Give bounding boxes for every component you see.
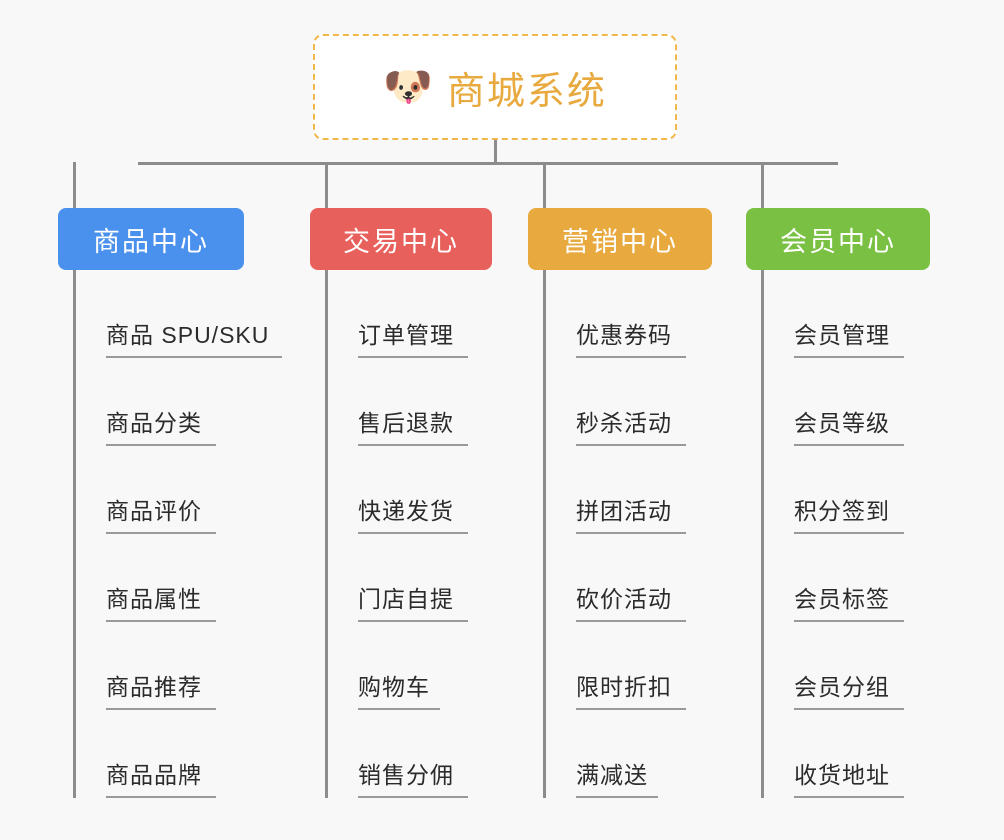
leaf-item-label: 售后退款 xyxy=(358,404,468,446)
leaf-item[interactable]: 优惠券码 xyxy=(546,270,712,358)
branch-items-product-center: 商品 SPU/SKU 商品分类商品评价商品属性商品推荐商品品牌 xyxy=(73,270,282,798)
branch-trade-center: 交易中心订单管理售后退款快递发货门店自提购物车销售分佣 xyxy=(310,208,492,798)
leaf-item[interactable]: 砍价活动 xyxy=(546,534,712,622)
leaf-item[interactable]: 拼团活动 xyxy=(546,446,712,534)
root-stem-connector xyxy=(494,140,497,165)
leaf-item-label: 门店自提 xyxy=(358,580,468,622)
leaf-item-label: 会员管理 xyxy=(794,316,904,358)
leaf-item[interactable]: 商品 SPU/SKU xyxy=(76,270,282,358)
leaf-item-label: 商品评价 xyxy=(106,492,216,534)
leaf-item-label: 商品 SPU/SKU xyxy=(106,316,282,358)
leaf-item-label: 优惠券码 xyxy=(576,316,686,358)
dog-face-icon: 🐶 xyxy=(383,64,433,110)
leaf-item-label: 快递发货 xyxy=(358,492,468,534)
leaf-item-label: 积分签到 xyxy=(794,492,904,534)
leaf-item-label: 商品属性 xyxy=(106,580,216,622)
leaf-item-label: 订单管理 xyxy=(358,316,468,358)
branch-drop-connector-trade-center xyxy=(325,162,328,208)
leaf-item-label: 销售分佣 xyxy=(358,756,468,798)
branch-bus-connector xyxy=(138,162,838,165)
leaf-item-label: 砍价活动 xyxy=(576,580,686,622)
leaf-item-label: 拼团活动 xyxy=(576,492,686,534)
root-node[interactable]: 🐶 商城系统 xyxy=(313,34,677,140)
leaf-item[interactable]: 商品分类 xyxy=(76,358,244,446)
leaf-item-label: 商品推荐 xyxy=(106,668,216,710)
leaf-item-label: 收货地址 xyxy=(794,756,904,798)
leaf-item[interactable]: 会员管理 xyxy=(764,270,930,358)
leaf-item[interactable]: 商品推荐 xyxy=(76,622,244,710)
leaf-item[interactable]: 门店自提 xyxy=(328,534,492,622)
branch-items-marketing-center: 优惠券码秒杀活动拼团活动砍价活动限时折扣满减送 xyxy=(543,270,712,798)
branch-header-marketing-center[interactable]: 营销中心 xyxy=(528,208,712,270)
branch-member-center: 会员中心会员管理会员等级积分签到会员标签会员分组收货地址 xyxy=(746,208,930,798)
branch-items-trade-center: 订单管理售后退款快递发货门店自提购物车销售分佣 xyxy=(325,270,492,798)
leaf-item[interactable]: 商品评价 xyxy=(76,446,244,534)
leaf-item[interactable]: 会员分组 xyxy=(764,622,930,710)
leaf-item-label: 满减送 xyxy=(576,756,658,798)
leaf-item-label: 商品分类 xyxy=(106,404,216,446)
leaf-item[interactable]: 快递发货 xyxy=(328,446,492,534)
leaf-item[interactable]: 会员标签 xyxy=(764,534,930,622)
leaf-item-label: 会员分组 xyxy=(794,668,904,710)
leaf-item[interactable]: 销售分佣 xyxy=(328,710,492,798)
leaf-item[interactable]: 满减送 xyxy=(546,710,712,798)
leaf-item[interactable]: 秒杀活动 xyxy=(546,358,712,446)
branch-drop-connector-product-center xyxy=(73,162,76,208)
leaf-item[interactable]: 会员等级 xyxy=(764,358,930,446)
branch-drop-connector-member-center xyxy=(761,162,764,208)
leaf-item[interactable]: 商品品牌 xyxy=(76,710,244,798)
leaf-item-label: 会员等级 xyxy=(794,404,904,446)
root-node-title: 商城系统 xyxy=(446,70,607,113)
leaf-item-label: 购物车 xyxy=(358,668,440,710)
branch-header-member-center[interactable]: 会员中心 xyxy=(746,208,930,270)
leaf-item-label: 秒杀活动 xyxy=(576,404,686,446)
branch-product-center: 商品中心商品 SPU/SKU 商品分类商品评价商品属性商品推荐商品品牌 xyxy=(58,208,282,798)
leaf-item[interactable]: 商品属性 xyxy=(76,534,244,622)
leaf-item[interactable]: 限时折扣 xyxy=(546,622,712,710)
branch-header-product-center[interactable]: 商品中心 xyxy=(58,208,244,270)
leaf-item-label: 会员标签 xyxy=(794,580,904,622)
leaf-item[interactable]: 订单管理 xyxy=(328,270,492,358)
leaf-item[interactable]: 售后退款 xyxy=(328,358,492,446)
leaf-item-label: 商品品牌 xyxy=(106,756,216,798)
branch-marketing-center: 营销中心优惠券码秒杀活动拼团活动砍价活动限时折扣满减送 xyxy=(528,208,712,798)
branch-items-member-center: 会员管理会员等级积分签到会员标签会员分组收货地址 xyxy=(761,270,930,798)
leaf-item[interactable]: 收货地址 xyxy=(764,710,930,798)
branch-header-trade-center[interactable]: 交易中心 xyxy=(310,208,492,270)
leaf-item-label: 限时折扣 xyxy=(576,668,686,710)
branch-drop-connector-marketing-center xyxy=(543,162,546,208)
leaf-item[interactable]: 购物车 xyxy=(328,622,492,710)
leaf-item[interactable]: 积分签到 xyxy=(764,446,930,534)
